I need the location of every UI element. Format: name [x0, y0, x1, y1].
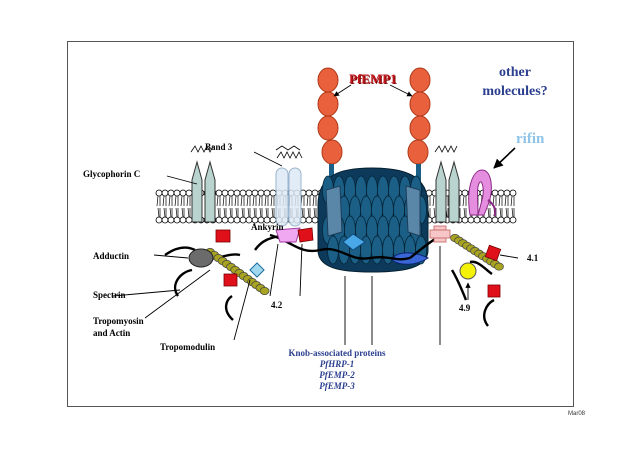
lipid-head	[161, 189, 169, 197]
lipid-head	[161, 216, 169, 224]
protein-4-2-label: 4.2	[271, 300, 283, 310]
other-molecules-label: other molecules?	[474, 63, 556, 101]
protein-4-9-label: 4.9	[459, 303, 471, 313]
spectrin-bead	[494, 262, 504, 271]
tropomyosin-line2: and Actin	[93, 328, 131, 338]
protein-4-1-label: 4.1	[527, 253, 539, 263]
knob-proteins-title: Knob-associated proteins	[288, 348, 386, 358]
lipid-head	[215, 189, 223, 197]
lipid-head	[479, 216, 487, 224]
tropomodulin-protein	[249, 262, 265, 278]
tropomyosin-label: Tropomyosin and Actin	[93, 315, 144, 339]
spectrin-chain-right	[450, 234, 504, 271]
spectrin-bead	[259, 287, 270, 295]
lipid-head	[497, 189, 505, 197]
lipid-head	[305, 189, 313, 197]
knob-hexagon	[342, 233, 366, 251]
lipid-head	[221, 189, 229, 197]
lipid-head	[467, 216, 475, 224]
adductin-protein	[188, 248, 214, 268]
knob-linker-left	[325, 185, 343, 237]
knob-protein-emp3: PfEMP-3	[319, 381, 355, 391]
adductin-label: Adductin	[93, 251, 130, 261]
lipid-head	[245, 189, 253, 197]
lipid-head	[233, 189, 241, 197]
lipid-head	[473, 216, 481, 224]
lipid-head	[215, 216, 223, 224]
lipid-head	[509, 189, 517, 197]
tropomyosin-line1: Tropomyosin	[93, 316, 144, 326]
lipid-head	[155, 189, 163, 197]
lipid-head	[239, 189, 247, 197]
lipid-head	[179, 216, 187, 224]
rifin-protein	[468, 169, 497, 217]
red-proteins	[215, 227, 502, 298]
lipid-head	[227, 189, 235, 197]
tropomodulin-label: Tropomodulin	[160, 342, 216, 352]
pointer-lines	[112, 84, 519, 345]
date-stamp: Mar08	[568, 411, 586, 417]
lipid-head	[179, 189, 187, 197]
pfemp1-label: PfEMP1	[349, 71, 397, 86]
band-3	[275, 145, 303, 227]
glycophorin-right	[434, 145, 460, 223]
glycophorin-c	[190, 145, 216, 223]
lipid-head	[221, 216, 229, 224]
lipid-head	[167, 189, 175, 197]
lipid-head	[503, 189, 511, 197]
lipid-head	[257, 189, 265, 197]
other-molecules-line1: other	[499, 65, 531, 80]
spectrin-label: Spectrin	[93, 290, 126, 300]
lipid-head	[461, 216, 469, 224]
spectrin-network	[164, 233, 495, 327]
protein-4-9	[459, 262, 477, 280]
lipid-head	[311, 216, 319, 224]
other-molecules-line2: molecules?	[482, 84, 548, 99]
protein-4-1-cross	[429, 225, 451, 243]
lipid-head	[173, 216, 181, 224]
lipid-head	[269, 189, 277, 197]
pfemp1-left	[317, 67, 343, 186]
lipid-head	[167, 216, 175, 224]
knob-protein-emp2: PfEMP-2	[319, 370, 355, 380]
lipid-head	[185, 189, 193, 197]
knob-subunit	[371, 235, 383, 265]
lipid-head	[239, 216, 247, 224]
lipid-head	[227, 216, 235, 224]
lipid-head	[485, 216, 493, 224]
lipid-head	[233, 216, 241, 224]
lipid-head	[497, 216, 505, 224]
figure-frame	[67, 41, 574, 407]
knob-proteins-label: Knob-associated proteins PfHRP-1 PfEMP-2…	[262, 348, 412, 392]
band3-label: Band 3	[205, 142, 233, 152]
lipid-head	[503, 216, 511, 224]
knob-protein-hrp1: PfHRP-1	[319, 359, 355, 369]
lipid-head	[173, 189, 181, 197]
knob-linker-right	[405, 185, 421, 237]
lipid-head	[491, 216, 499, 224]
lipid-head	[251, 189, 259, 197]
ankyrin-label: Ankyrin	[251, 222, 284, 232]
spectrin-chain-left	[205, 248, 270, 295]
lipid-head	[263, 189, 271, 197]
lipid-head	[491, 189, 499, 197]
lipid-head	[461, 189, 469, 197]
glycophorin-c-label: Glycophorin C	[83, 169, 141, 179]
lipid-head	[155, 216, 163, 224]
lipid-head	[305, 216, 313, 224]
pfemp1-right	[407, 67, 431, 186]
rifin-label: rifin	[516, 131, 545, 147]
lipid-head	[311, 189, 319, 197]
ankyrin-protein	[275, 227, 301, 243]
lipid-head	[509, 216, 517, 224]
lipid-head	[185, 216, 193, 224]
